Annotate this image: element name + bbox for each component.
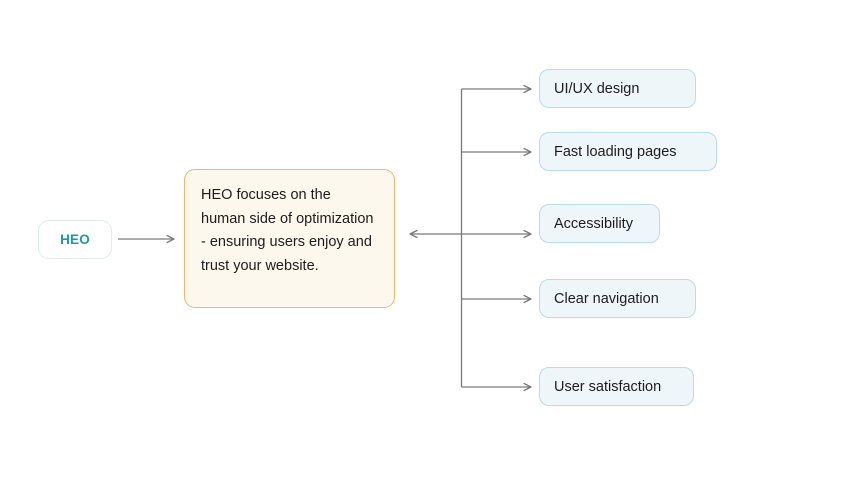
node-root-label: HEO (60, 232, 90, 247)
node-branch-user-satisfaction[interactable]: User satisfaction (539, 367, 694, 406)
node-branch-label: User satisfaction (554, 378, 662, 395)
node-branch-label: Accessibility (554, 215, 633, 232)
node-branch-ui-ux-design[interactable]: UI/UX design (539, 69, 696, 108)
node-branch-accessibility[interactable]: Accessibility (539, 204, 660, 243)
node-branch-label: Fast loading pages (554, 143, 677, 160)
node-branch-fast-loading-pages[interactable]: Fast loading pages (539, 132, 717, 171)
node-branch-label: UI/UX design (554, 80, 640, 97)
node-branch-clear-navigation[interactable]: Clear navigation (539, 279, 696, 318)
node-description-label: HEO focuses on the human side of optimiz… (201, 187, 374, 274)
node-description[interactable]: HEO focuses on the human side of optimiz… (184, 169, 395, 308)
node-branch-label: Clear navigation (554, 290, 659, 307)
node-root-heo[interactable]: HEO (38, 220, 112, 259)
